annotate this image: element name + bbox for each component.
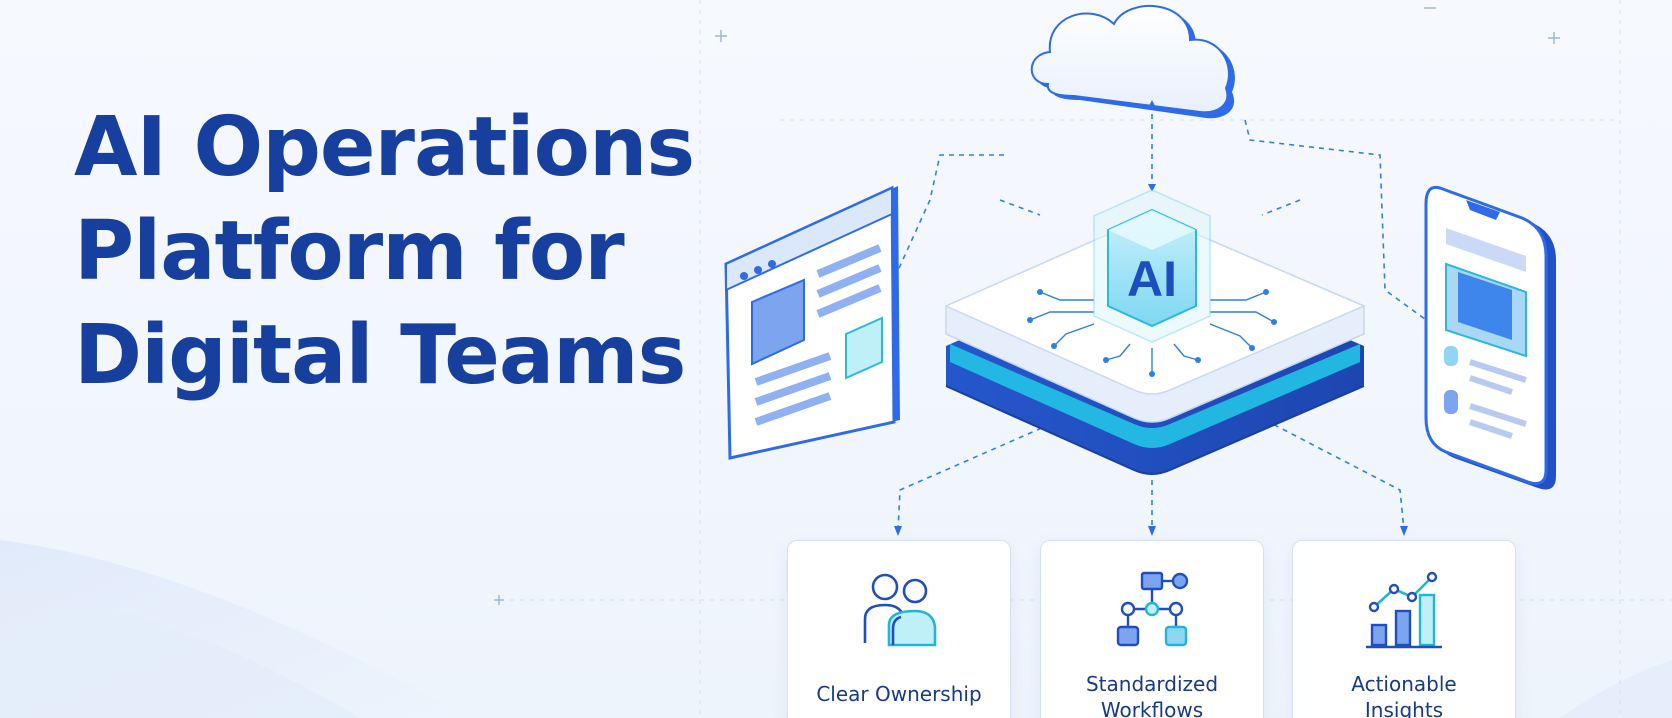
bar-chart-icon	[1366, 571, 1442, 649]
ai-chip-icon	[1093, 189, 1211, 343]
ai-chip-label: AI	[1127, 251, 1177, 307]
browser-window-icon	[724, 185, 900, 460]
page-title: AI Operations Platform for Digital Teams	[74, 96, 695, 408]
feature-label: Actionable Insights	[1351, 672, 1457, 718]
mobile-phone-icon	[1424, 185, 1556, 490]
feature-label: Standardized Workflows	[1085, 672, 1219, 718]
connector-lines	[879, 104, 1441, 531]
feature-label: Clear Ownership	[816, 682, 982, 706]
workflow-icon	[1116, 571, 1189, 647]
people-icon	[863, 573, 937, 647]
ai-platform	[944, 189, 1366, 475]
feature-card-standardized-workflows: Standardized Workflows	[1040, 540, 1264, 718]
feature-card-actionable-insights: Actionable Insights	[1292, 540, 1516, 718]
feature-card-clear-ownership: Clear Ownership	[787, 540, 1011, 718]
title-line-1: AI Operations	[74, 100, 695, 195]
cloud-icon	[1030, 4, 1235, 119]
title-line-2: Platform for	[74, 204, 625, 300]
title-line-3: Digital Teams	[74, 308, 686, 404]
